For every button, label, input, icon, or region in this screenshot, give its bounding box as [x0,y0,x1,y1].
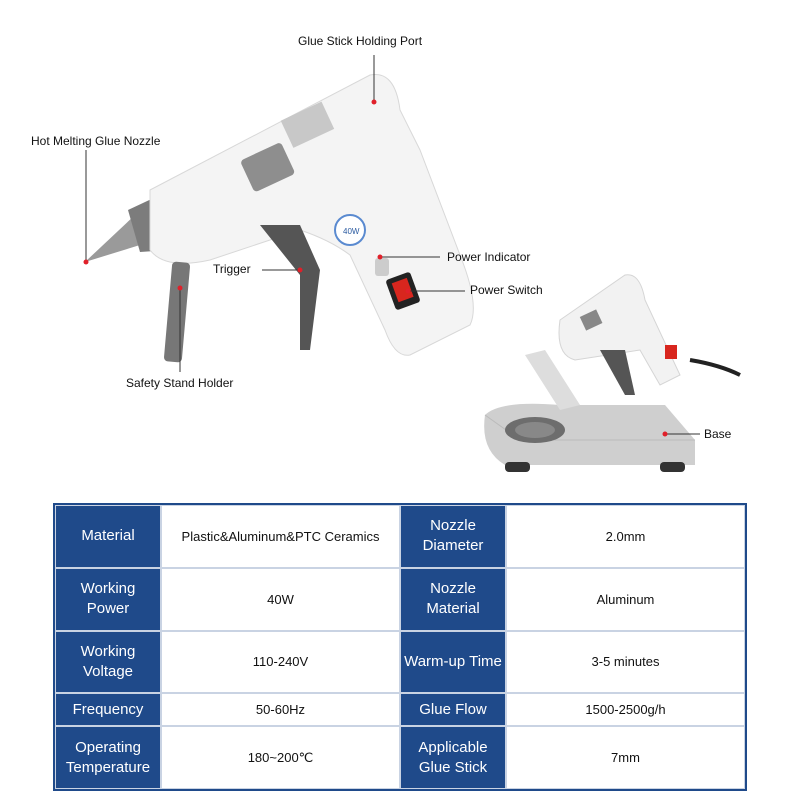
spec-value: 7mm [506,726,745,789]
spec-label: Glue Flow [400,693,506,727]
spec-label: Operating Temperature [55,726,161,789]
spec-value: Plastic&Aluminum&PTC Ceramics [161,505,400,568]
callout-nozzle: Hot Melting Glue Nozzle [31,134,161,148]
spec-label: Working Voltage [55,630,161,694]
glue-gun-illustration: 40W [83,55,741,472]
spec-value: 2.0mm [506,505,745,568]
spec-label: Material [55,505,161,568]
spec-label: Working Power [55,567,161,631]
callout-leaders [85,55,700,435]
spec-label: Nozzle Material [400,567,506,631]
callout-markers [83,99,668,437]
spec-value: 110-240V [161,630,400,694]
spec-value: 50-60Hz [161,693,400,727]
callout-power-indicator: Power Indicator [447,250,531,264]
spec-label: Warm-up Time [400,630,506,694]
glue-gun-with-base [484,274,741,472]
callout-stand-holder: Safety Stand Holder [126,376,234,390]
spec-label: Applicable Glue Stick [400,726,506,789]
callout-base: Base [704,427,732,441]
spec-label: Nozzle Diameter [400,505,506,568]
callout-trigger: Trigger [213,262,251,276]
callout-glue-stick-port: Glue Stick Holding Port [298,34,423,48]
callout-power-switch: Power Switch [470,283,543,297]
spec-value: 3-5 minutes [506,630,745,694]
power-rating-label: 40W [343,227,360,236]
spec-value: 1500-2500g/h [506,693,745,727]
glue-gun-main: 40W [85,73,474,363]
spec-value: Aluminum [506,567,745,631]
spec-value: 40W [161,567,400,631]
spec-label: Frequency [55,693,161,727]
spec-value: 180~200℃ [161,726,400,789]
